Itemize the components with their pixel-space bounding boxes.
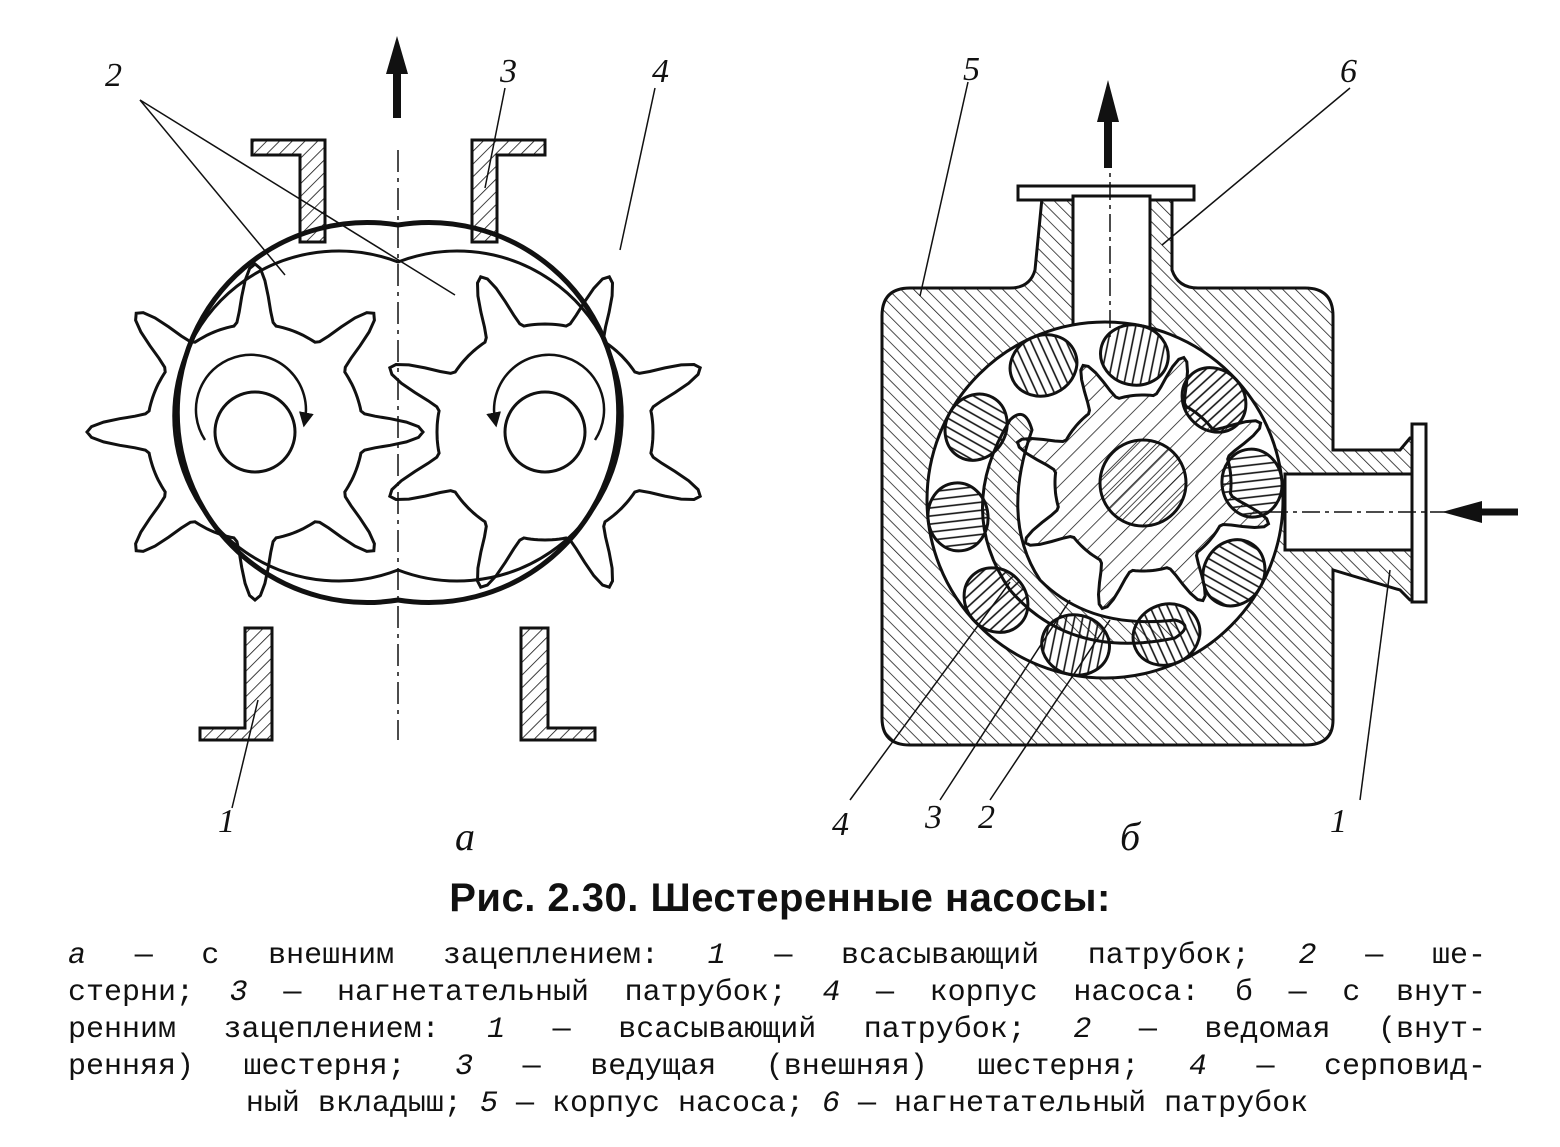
sublabel-a: а bbox=[455, 814, 475, 859]
caption-segment: — нагнетательный патрубок; bbox=[247, 976, 823, 1010]
callout-6: 6 bbox=[1340, 53, 1357, 90]
caption-segment: 4 bbox=[1188, 1050, 1207, 1084]
figure-caption-body: а — с внешним зацеплением: 1 — всасывающ… bbox=[68, 938, 1486, 1123]
caption-segment: а bbox=[68, 939, 87, 973]
callout-4: 4 bbox=[652, 53, 669, 90]
gear-left bbox=[85, 262, 425, 602]
outflow-arrow bbox=[386, 36, 408, 118]
panel-a-external-gear-pump: 2 3 4 1 а bbox=[85, 36, 703, 859]
driven-gear bbox=[926, 323, 1284, 677]
caption-line: стерни; 3 — нагнетательный патрубок; 4 —… bbox=[68, 975, 1486, 1012]
sublabel-b: б bbox=[1120, 814, 1142, 859]
callout-1: 1 bbox=[1330, 803, 1347, 840]
inlet-flange bbox=[1410, 422, 1428, 604]
caption-line: а — с внешним зацеплением: 1 — всасывающ… bbox=[68, 938, 1486, 975]
caption-segment: — нагнетательный патрубок bbox=[840, 1087, 1309, 1121]
caption-segment: 2 bbox=[1298, 939, 1317, 973]
driven-gear-tooth bbox=[1201, 538, 1267, 608]
caption-segment: — всасывающий патрубок; bbox=[505, 1013, 1074, 1047]
callout-3: 3 bbox=[924, 799, 942, 836]
rotation-arrows bbox=[194, 353, 606, 441]
caption-segment: — ше- bbox=[1316, 939, 1486, 973]
caption-line: ренняя) шестерня; 3 — ведущая (внешняя) … bbox=[68, 1049, 1486, 1086]
callout-3: 3 bbox=[499, 53, 517, 90]
outflow-arrow bbox=[1097, 80, 1119, 168]
figure-caption-title: Рис. 2.30. Шестеренные насосы: bbox=[449, 876, 1111, 920]
callout-5: 5 bbox=[963, 51, 980, 88]
caption-segment: ный вкладыш; bbox=[245, 1087, 480, 1121]
caption-segment: — ведущая (внешняя) шестерня; bbox=[473, 1050, 1189, 1084]
driven-gear-tooth bbox=[1008, 333, 1079, 398]
suction-nozzle bbox=[198, 626, 597, 742]
caption-segment: 2 bbox=[1073, 1013, 1092, 1047]
caption-segment: 1 bbox=[707, 939, 726, 973]
caption-segment: 3 bbox=[455, 1050, 474, 1084]
caption-segment: — ведомая (внут- bbox=[1091, 1013, 1486, 1047]
caption-line: ренним зацеплением: 1 — всасывающий патр… bbox=[68, 1012, 1486, 1049]
gear-right bbox=[387, 274, 703, 590]
caption-segment: 5 bbox=[479, 1087, 498, 1121]
caption-segment: стерни; bbox=[68, 976, 230, 1010]
caption-segment: — серповид- bbox=[1206, 1050, 1487, 1084]
callout-2: 2 bbox=[105, 57, 122, 94]
caption-segment: — всасывающий патрубок; bbox=[725, 939, 1299, 973]
gears bbox=[85, 262, 703, 602]
callout-4: 4 bbox=[832, 806, 849, 843]
caption-segment: ренняя) шестерня; bbox=[68, 1050, 456, 1084]
shaft-left bbox=[213, 390, 297, 474]
caption-segment: 6 bbox=[822, 1087, 841, 1121]
caption-segment: ренним зацеплением: bbox=[68, 1013, 488, 1047]
callout-2: 2 bbox=[978, 799, 995, 836]
panel-b-internal-gear-pump: 5 6 4 3 2 1 б bbox=[832, 51, 1518, 859]
leader-lines bbox=[139, 87, 656, 809]
inflow-arrow bbox=[1442, 501, 1518, 523]
shaft-right bbox=[503, 390, 587, 474]
gear-pumps-figure: 2 3 4 1 а bbox=[85, 36, 1518, 859]
caption-segment: 1 bbox=[487, 1013, 506, 1047]
caption-line: ный вкладыш; 5 — корпус насоса; 6 — нагн… bbox=[68, 1086, 1486, 1123]
caption-segment: — с внешним зацеплением: bbox=[86, 939, 708, 973]
caption-segment: 4 bbox=[822, 976, 841, 1010]
crescent-insert bbox=[981, 412, 1187, 645]
drive-shaft bbox=[1098, 438, 1188, 528]
caption-segment: 3 bbox=[229, 976, 248, 1010]
callout-1: 1 bbox=[218, 803, 235, 840]
caption-segment: — корпус насоса: б — с внут- bbox=[840, 976, 1486, 1010]
leader-lines bbox=[849, 81, 1391, 801]
caption-segment: — корпус насоса; bbox=[497, 1087, 823, 1121]
driven-gear-tooth bbox=[1099, 323, 1170, 387]
